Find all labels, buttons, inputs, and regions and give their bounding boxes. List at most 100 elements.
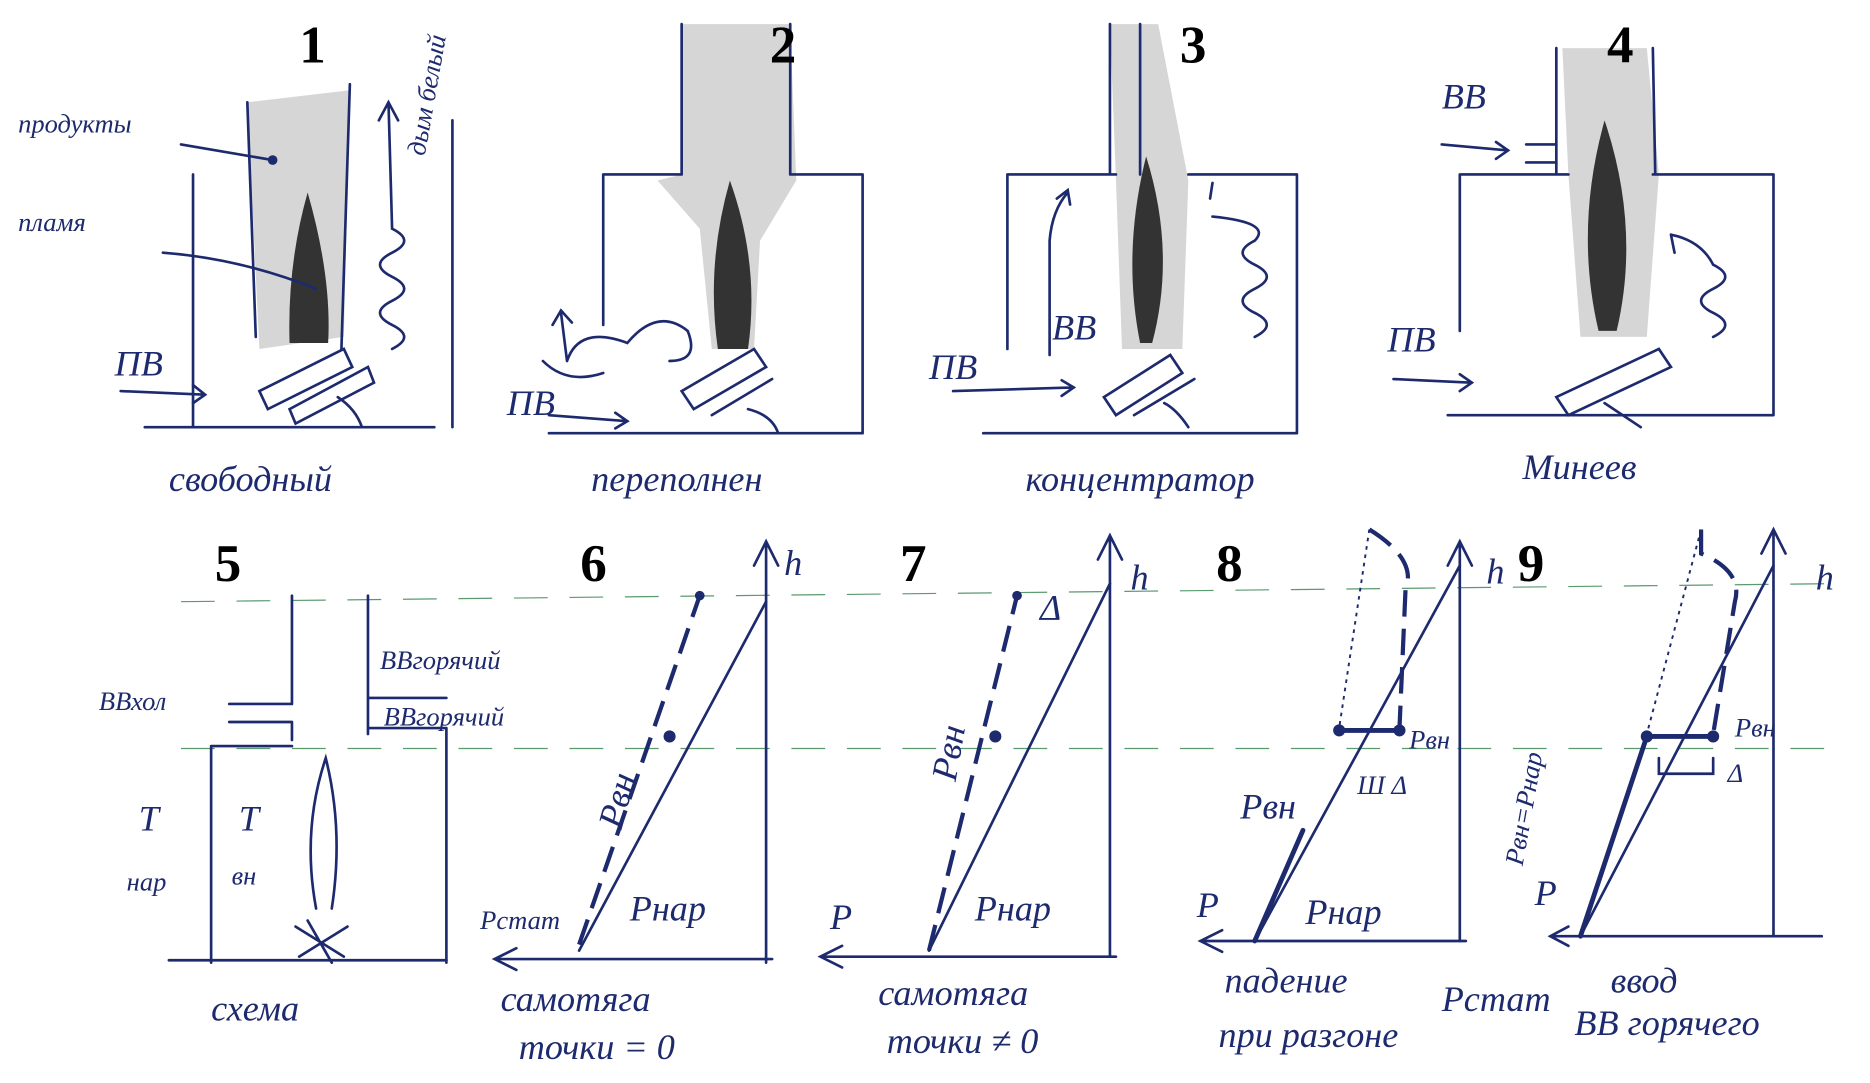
label-t-out: Т [139, 798, 162, 838]
caption-line-1: самотяга [501, 979, 651, 1019]
neutral-point [989, 730, 1002, 743]
flame [1132, 156, 1163, 343]
label-hot-air-inlet: ВВгорячий [384, 702, 504, 732]
logs [294, 919, 349, 964]
outside-pressure-line [1579, 564, 1775, 938]
panel-number-7: 7 [900, 535, 927, 593]
primary-air-arrow [119, 383, 208, 405]
label-primary-air: ПВ [114, 343, 163, 383]
caption-line-1: самотяга [878, 973, 1028, 1013]
label-flame: пламя [18, 207, 86, 237]
p-axis [491, 946, 774, 972]
label-hot-air-top: ВВгорячий [380, 645, 500, 675]
previous-inside-pressure-line [1645, 529, 1703, 735]
label-p: Р [829, 897, 852, 937]
panel-number-2: 2 [770, 17, 797, 75]
panel-numbers: 1 2 3 4 5 6 7 8 9 [215, 17, 1634, 594]
top-point [1012, 590, 1022, 601]
flame-outline [309, 753, 338, 910]
label-t-in: Т [239, 798, 262, 838]
smoke-swirl [541, 308, 693, 379]
chimney-walls [245, 82, 352, 351]
label-p-out: Рнар [1304, 892, 1381, 932]
panel-3-concentrator-stove: ВВ ПВ концентратор [928, 22, 1299, 499]
primary-air-arrow [951, 378, 1077, 398]
p-axis [817, 944, 1118, 969]
smoke-spiral [1208, 181, 1269, 339]
label-h: h [784, 543, 802, 583]
label-p: Р [1196, 885, 1219, 925]
panel-1-free-stove: продукты пламя дым белый ПВ свободный [18, 32, 454, 499]
panel-4-mineev-stove: ВВ ПВ Минеев [1386, 46, 1775, 487]
smoke-spiral [377, 99, 406, 351]
outside-pressure-line [577, 600, 768, 952]
p-axis [1547, 925, 1824, 948]
panel-6-pressure-chart: h Рвн Рстат Рнар самотяга точки = 0 [479, 538, 802, 1067]
panel-9-pressure-chart: h Рвн Δ Рвн=Рнар Р ввод ВВ горячего [1499, 526, 1834, 1043]
panel-number-6: 6 [580, 535, 607, 593]
shift-start-point [1640, 730, 1653, 743]
pointer-lines [161, 143, 318, 291]
label-p-in: Рвн [590, 768, 643, 833]
panel-number-4: 4 [1607, 17, 1634, 75]
stove-walls [1446, 46, 1775, 417]
caption-line-2: точки ≠ 0 [887, 1021, 1039, 1061]
shift-end-point [1393, 724, 1406, 737]
label-secondary-air: ВВ [1052, 307, 1096, 347]
secondary-air-arrow [1440, 140, 1511, 161]
smoke-spiral [1669, 233, 1727, 339]
label-smoke: дым белый [401, 32, 452, 157]
label-equality: Рвн=Рнар [1499, 750, 1549, 869]
label-p-stat: Рстат [479, 905, 560, 935]
caption-line-3: Рстат [1441, 979, 1551, 1019]
flame [713, 180, 752, 349]
label-p-in: Рвн [924, 722, 973, 785]
caption-line-2: при разгоне [1219, 1015, 1399, 1055]
label-secondary-air: ВВ [1442, 76, 1486, 116]
primary-air-arrow [1392, 372, 1475, 393]
panel-number-8: 8 [1216, 535, 1243, 593]
caption-scheme: схема [211, 988, 299, 1028]
p-axis [1197, 928, 1468, 954]
caption-line-1: падение [1225, 961, 1348, 1001]
stove-right-walls [366, 594, 448, 964]
label-h: h [1486, 552, 1504, 592]
label-primary-air: ПВ [1386, 319, 1435, 359]
label-h: h [1816, 558, 1834, 598]
label-p-out: Рнар [974, 889, 1051, 929]
top-point [694, 590, 705, 601]
panel-number-1: 1 [299, 17, 326, 75]
lower-pressure-segment [1578, 734, 1650, 939]
shift-end-point [1707, 730, 1720, 743]
delta-bracket [1657, 756, 1715, 776]
inside-pressure-line [1698, 529, 1739, 735]
h-axis [752, 538, 780, 964]
caption-line-1: ввод [1611, 961, 1678, 1001]
flame [289, 192, 329, 343]
label-delta: Ш Δ [1356, 770, 1407, 800]
h-axis [1096, 532, 1124, 958]
guide-line-top [180, 583, 1840, 603]
stove-walls [547, 22, 864, 435]
label-p-in: Рвн [1734, 712, 1776, 742]
outside-pressure-line [1253, 564, 1462, 943]
smoke-column [657, 24, 797, 349]
h-axis [1760, 526, 1787, 938]
stove-left-walls [167, 594, 448, 964]
label-primary-air: ПВ [506, 383, 555, 423]
label-t-out-sub: нар [127, 866, 167, 896]
caption-line-2: точки = 0 [519, 1027, 675, 1067]
previous-inside-pressure-line [1338, 529, 1371, 729]
flame [1587, 120, 1627, 331]
h-axis [1446, 538, 1474, 943]
caption-overflowed: переполнен [591, 459, 762, 499]
logs [1102, 353, 1196, 429]
label-p-out: Рнар [629, 889, 706, 929]
outside-pressure-line [927, 582, 1112, 952]
panel-number-5: 5 [215, 535, 242, 593]
label-p-in-right: Рвн [1408, 725, 1450, 755]
label-cold-air: ВВхол [99, 686, 166, 716]
caption-line-2: ВВ горячего [1574, 1003, 1759, 1043]
logs [679, 347, 780, 435]
